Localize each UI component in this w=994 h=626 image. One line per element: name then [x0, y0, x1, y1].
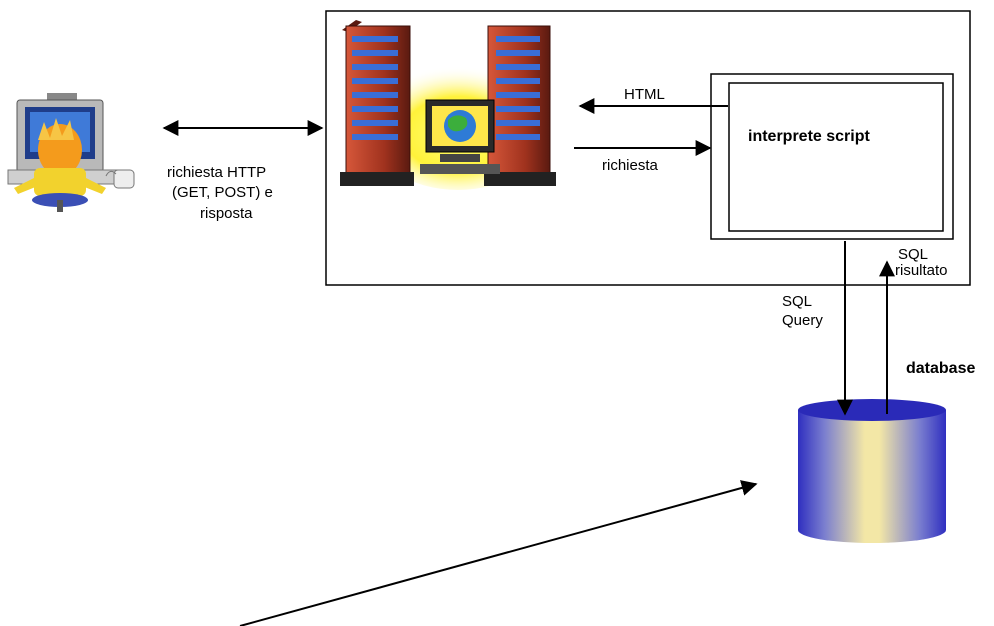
request-label: richiesta — [602, 157, 658, 174]
server-boundary-box — [325, 10, 971, 286]
interpreter-inner-box — [728, 82, 944, 232]
sql-query-label-line1: SQL — [782, 293, 813, 310]
web-server-icon — [340, 20, 556, 190]
get-post-label: (GET, POST) e — [172, 184, 273, 201]
sql-result-label-line1: SQL — [898, 246, 929, 263]
html-label: HTML — [624, 86, 665, 103]
interpreter-label: interprete script — [748, 128, 870, 145]
http-request-label: richiesta HTTP — [167, 164, 267, 181]
sql-query-label-line2: Query — [782, 312, 823, 329]
diagonal-pointer-arrow — [239, 480, 758, 626]
sql-result-label-line2: risultato — [895, 262, 948, 279]
database-cylinder-icon — [798, 399, 946, 543]
response-label: risposta — [200, 205, 253, 222]
user-at-computer-icon — [7, 93, 135, 212]
database-label: database — [906, 360, 976, 377]
interpreter-outer-box — [710, 73, 954, 240]
